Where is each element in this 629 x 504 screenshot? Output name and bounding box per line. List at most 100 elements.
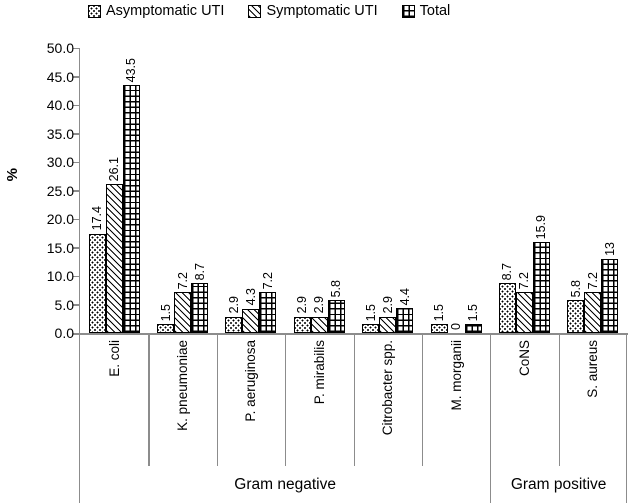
bar-asymptomatic-uti-e-coli [88, 233, 106, 333]
bar-total-e-coli [122, 85, 140, 333]
y-tick-mark [73, 275, 80, 277]
category-cell-s-aureus: S. aureus [559, 340, 627, 403]
y-axis-title: % [4, 168, 21, 182]
category-cell-e-coli: E. coli [80, 340, 148, 382]
bar-value-total-k-pneumoniae: 8.7 [192, 263, 207, 281]
bar-asymptomatic-uti-k-pneumoniae [157, 324, 175, 333]
category-cell-citrobacter-spp: Citrobacter spp. [354, 340, 422, 440]
bar-symptomatic-uti-cons [515, 292, 533, 333]
dots-pattern-icon [88, 4, 101, 18]
category-label: P. aeruginosa [243, 340, 259, 422]
legend-item-total: Total [401, 3, 451, 19]
bar-total-k-pneumoniae [191, 283, 209, 333]
legend-item-label: Asymptomatic UTI [106, 3, 225, 19]
y-tick-mark [73, 133, 80, 135]
bar-value-asymptomatic-uti-cons: 8.7 [500, 263, 515, 281]
bar-value-asymptomatic-uti-p-mirabilis: 2.9 [295, 296, 310, 314]
y-tick-mark [73, 304, 80, 306]
legend-item-symptomatic-uti: Symptomatic UTI [248, 3, 378, 19]
y-tick-label: 25.0 [46, 182, 74, 199]
bar-value-symptomatic-uti-e-coli: 26.1 [107, 156, 122, 182]
y-tick-label: 20.0 [46, 211, 74, 227]
bar-total-s-aureus [601, 258, 619, 333]
y-tick-label: 50.0 [46, 40, 74, 56]
y-tick-label: 30.0 [46, 154, 74, 170]
category-axis: E. coli K. pneumoniae P. aeruginosa P. mira… [0, 333, 629, 466]
bar-asymptomatic-uti-cons [498, 283, 516, 333]
bar-value-asymptomatic-uti-s-aureus: 5.8 [568, 279, 583, 297]
category-cell-p-mirabilis: P. mirabilis [285, 340, 353, 409]
category-label: S. aureus [585, 340, 601, 398]
bar-total-cons [532, 242, 550, 333]
bar-symptomatic-uti-p-aeruginosa [242, 308, 260, 333]
bar-symptomatic-uti-citrobacter-spp [379, 316, 397, 333]
y-tick-label: 40.0 [46, 97, 74, 113]
category-cell-p-aeruginosa: P. aeruginosa [217, 340, 285, 427]
bar-symptomatic-uti-p-mirabilis [310, 316, 328, 333]
bar-total-p-mirabilis [327, 299, 345, 333]
bar-asymptomatic-uti-p-mirabilis [293, 316, 311, 333]
bar-total-m-morganii [464, 324, 482, 333]
bar-value-symptomatic-uti-m-morganii: 0 [449, 323, 464, 330]
bar-value-total-cons: 15.9 [534, 215, 549, 240]
y-tick-label: 5.0 [54, 296, 74, 313]
y-tick-label: 0.0 [54, 325, 74, 341]
y-tick-label: 15.0 [46, 239, 74, 256]
bar-value-symptomatic-uti-cons: 7.2 [517, 271, 532, 289]
y-tick-mark [73, 190, 80, 192]
legend-item-label: Total [419, 3, 451, 19]
bar-value-total-m-morganii: 1.5 [466, 304, 481, 322]
y-tick-label: 10.0 [46, 268, 74, 284]
bar-asymptomatic-uti-p-aeruginosa [225, 316, 243, 333]
bar-value-total-citrobacter-spp: 4.4 [397, 287, 412, 305]
legend-item-asymptomatic-uti: Asymptomatic UTI [88, 3, 224, 19]
bar-asymptomatic-uti-citrobacter-spp [362, 324, 380, 333]
category-label: K. pneumoniae [175, 340, 191, 431]
diag-pattern-icon [248, 4, 262, 18]
bar-value-asymptomatic-uti-k-pneumoniae: 1.5 [158, 304, 173, 322]
bar-asymptomatic-uti-m-morganii [430, 324, 448, 333]
bar-value-total-e-coli: 43.5 [124, 57, 139, 83]
legend: Asymptomatic UTI Symptomatic UTI Total [88, 3, 450, 19]
bar-value-symptomatic-uti-p-aeruginosa: 4.3 [243, 288, 258, 306]
y-tick-mark [73, 47, 80, 49]
bar-total-p-aeruginosa [259, 292, 277, 333]
bar-value-asymptomatic-uti-p-aeruginosa: 2.9 [226, 296, 241, 314]
group-label-gram-positive: Gram positive [510, 476, 607, 493]
y-tick-label: 35.0 [46, 125, 74, 142]
bar-asymptomatic-uti-s-aureus [567, 299, 585, 333]
category-label: M. morganii [448, 340, 464, 411]
category-label: E. coli [106, 340, 122, 377]
y-tick-mark [73, 247, 80, 249]
y-tick-mark [73, 76, 80, 78]
bar-value-total-p-mirabilis: 5.8 [329, 279, 344, 297]
bar-total-citrobacter-spp [396, 307, 414, 333]
y-tick-mark [73, 161, 80, 163]
bar-value-symptomatic-uti-citrobacter-spp: 2.9 [380, 296, 395, 314]
group-axis: Gram negative Gram positive [0, 466, 629, 504]
category-cell-k-pneumoniae: K. pneumoniae [148, 340, 216, 436]
category-label: CoNS [516, 340, 532, 377]
bar-symptomatic-uti-k-pneumoniae [174, 292, 192, 333]
grid-pattern-icon [401, 4, 415, 18]
category-cell-m-morganii: M. morganii [422, 340, 490, 416]
bar-symptomatic-uti-s-aureus [584, 292, 602, 333]
bar-value-asymptomatic-uti-m-morganii: 1.5 [432, 304, 447, 322]
bar-value-asymptomatic-uti-citrobacter-spp: 1.5 [363, 304, 378, 322]
bar-value-symptomatic-uti-s-aureus: 7.2 [585, 271, 600, 289]
category-label: Citrobacter spp. [380, 340, 396, 436]
bar-value-symptomatic-uti-p-mirabilis: 2.9 [312, 296, 327, 314]
y-tick-label: 45.0 [46, 68, 74, 85]
category-label: P. mirabilis [311, 340, 327, 405]
category-cell-cons: CoNS [490, 340, 558, 381]
bar-symptomatic-uti-e-coli [105, 184, 123, 333]
group-label-gram-negative: Gram negative [234, 476, 336, 493]
legend-item-label: Symptomatic UTI [266, 3, 378, 19]
bar-value-asymptomatic-uti-e-coli: 17.4 [90, 206, 105, 231]
bar-value-total-p-aeruginosa: 7.2 [260, 271, 275, 289]
y-tick-mark [73, 218, 80, 220]
bar-value-symptomatic-uti-k-pneumoniae: 7.2 [175, 271, 190, 289]
bar-value-total-s-aureus: 13 [602, 242, 617, 256]
